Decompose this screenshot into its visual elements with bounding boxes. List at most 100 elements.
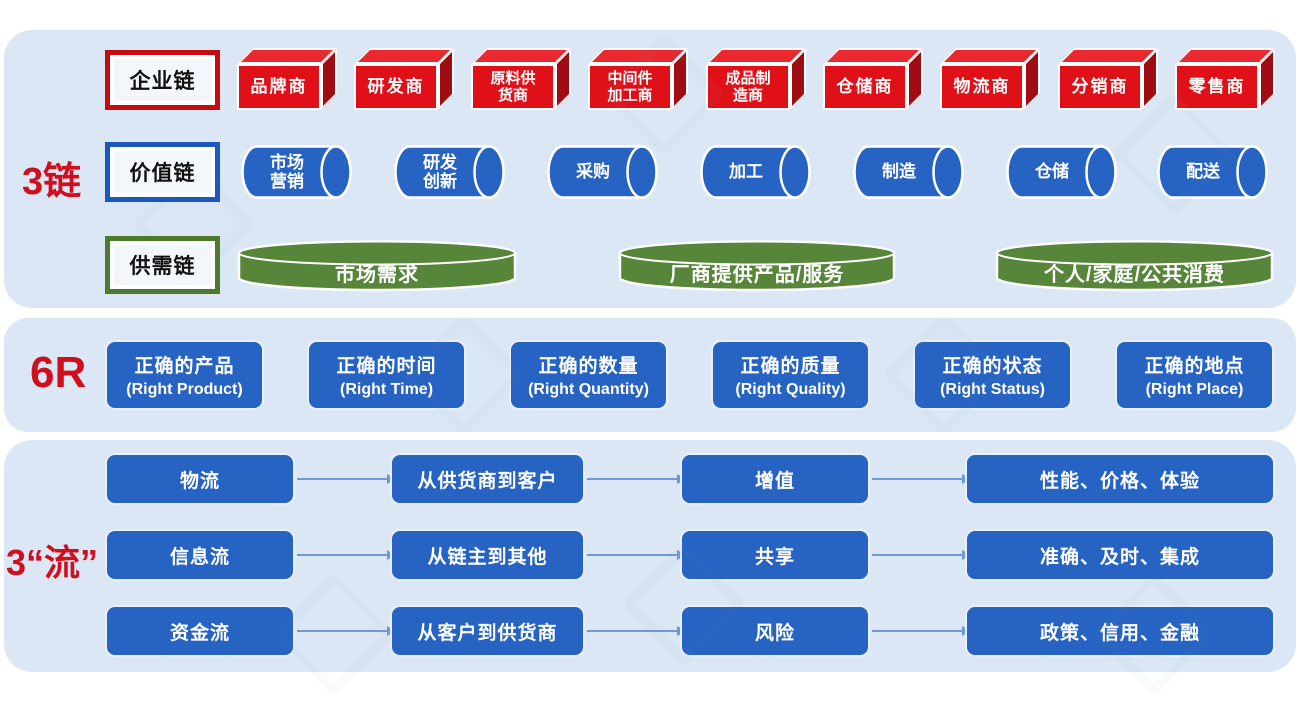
value-cylinder: 配送 — [1157, 145, 1275, 199]
six-r-card-cn: 正确的数量 — [538, 356, 639, 377]
cylinder-shape — [1006, 145, 1117, 199]
flow-name-box: 物流 — [105, 453, 295, 505]
flow-feature-box: 共享 — [680, 529, 870, 581]
supply-demand-drum-label: 市场需求 — [335, 263, 419, 286]
value-cylinder-label: 研发 创新 — [423, 152, 457, 191]
tag-supply-demand-chain: 供需链 — [105, 236, 220, 294]
cylinder-shape — [853, 145, 964, 199]
box-front-face — [823, 64, 907, 110]
six-r-label: 6R — [30, 348, 87, 397]
six-r-card: 正确的地点 (Right Place) — [1115, 340, 1274, 410]
value-cylinder: 采购 — [547, 145, 665, 199]
box-front-face — [471, 64, 555, 110]
cylinder-shape — [241, 145, 352, 199]
box-front-face — [1175, 64, 1259, 110]
enterprise-box: 原料供 货商 — [471, 48, 571, 110]
flow-name-box: 资金流 — [105, 605, 295, 657]
flow-feature-box: 风险 — [680, 605, 870, 657]
enterprise-box: 分销商 — [1058, 48, 1158, 110]
value-cylinder: 加工 — [700, 145, 818, 199]
enterprise-box-label: 零售商 — [1188, 77, 1246, 97]
enterprise-box-label: 品牌商 — [250, 77, 308, 97]
arrow-right-icon — [872, 474, 971, 484]
flow-feature-box: 增值 — [680, 453, 870, 505]
supply-demand-drum: 市场需求 — [237, 240, 517, 292]
drum-shape — [995, 240, 1274, 292]
value-cylinder-label: 采购 — [576, 162, 610, 182]
value-cylinder: 制造 — [853, 145, 971, 199]
enterprise-box: 研发商 — [354, 48, 454, 110]
box-front-face — [940, 64, 1024, 110]
enterprise-box-label: 研发商 — [367, 77, 425, 97]
enterprise-box: 零售商 — [1175, 48, 1275, 110]
box-front-face — [706, 64, 790, 110]
supply-demand-drum: 厂商提供产品/服务 — [618, 240, 896, 292]
value-cylinder-label: 配送 — [1186, 162, 1220, 182]
enterprise-box: 品牌商 — [237, 48, 337, 110]
box-front-face — [588, 64, 672, 110]
cylinder-shape — [700, 145, 811, 199]
flow-attrs-box: 政策、信用、金融 — [965, 605, 1275, 657]
enterprise-box: 中间件 加工商 — [588, 48, 688, 110]
arrow-right-icon — [587, 474, 686, 484]
enterprise-box: 物流商 — [940, 48, 1040, 110]
tag-enterprise-chain: 企业链 — [105, 50, 220, 110]
six-r-card-en: (Right Place) — [1145, 381, 1244, 398]
six-r-card-cn: 正确的产品 — [134, 356, 235, 377]
six-r-card-en: (Right Quality) — [735, 381, 846, 398]
value-cylinder-label: 加工 — [729, 162, 763, 182]
enterprise-box-label: 成品制 造商 — [725, 69, 771, 104]
arrow-right-icon — [872, 550, 971, 560]
six-r-card-en: (Right Product) — [126, 381, 243, 398]
six-r-card-cn: 正确的质量 — [740, 356, 841, 377]
arrow-right-icon — [872, 626, 971, 636]
value-cylinder: 市场 营销 — [241, 145, 359, 199]
three-flows-label: 3“流” — [6, 542, 99, 583]
box-front-face — [354, 64, 438, 110]
six-r-card: 正确的状态 (Right Status) — [913, 340, 1072, 410]
drum-shape — [237, 240, 517, 292]
value-cylinder-label: 仓储 — [1035, 162, 1069, 182]
drum-shape — [618, 240, 896, 292]
six-r-card: 正确的时间 (Right Time) — [307, 340, 466, 410]
cylinder-shape — [1157, 145, 1268, 199]
cylinder-shape — [547, 145, 658, 199]
enterprise-box-label: 分销商 — [1071, 77, 1129, 97]
value-cylinder-label: 制造 — [882, 162, 916, 182]
six-r-card: 正确的产品 (Right Product) — [105, 340, 264, 410]
supply-demand-drum: 个人/家庭/公共消费 — [995, 240, 1274, 292]
supply-demand-drum-label: 厂商提供产品/服务 — [669, 263, 845, 286]
flow-path-box: 从链主到其他 — [390, 529, 585, 581]
flow-path-box: 从客户到供货商 — [390, 605, 585, 657]
enterprise-box: 成品制 造商 — [706, 48, 806, 110]
enterprise-box-label: 原料供 货商 — [490, 69, 536, 104]
enterprise-box: 仓储商 — [823, 48, 923, 110]
flow-path-box: 从供货商到客户 — [390, 453, 585, 505]
box-front-face — [1058, 64, 1142, 110]
supply-demand-drum-label: 个人/家庭/公共消费 — [1043, 263, 1226, 286]
six-r-card-en: (Right Status) — [940, 381, 1045, 398]
value-cylinder: 研发 创新 — [394, 145, 512, 199]
flow-attrs-box: 准确、及时、集成 — [965, 529, 1275, 581]
box-front-face — [237, 64, 321, 110]
six-r-card-cn: 正确的地点 — [1144, 356, 1245, 377]
cylinder-shape — [394, 145, 505, 199]
enterprise-box-label: 中间件 加工商 — [607, 69, 653, 104]
six-r-card-cn: 正确的状态 — [942, 356, 1043, 377]
six-r-card-cn: 正确的时间 — [336, 356, 437, 377]
enterprise-box-label: 物流商 — [953, 77, 1011, 97]
value-cylinder-label: 市场 营销 — [270, 152, 304, 191]
tag-value-chain: 价值链 — [105, 142, 220, 202]
flow-name-box: 信息流 — [105, 529, 295, 581]
flow-attrs-box: 性能、价格、体验 — [965, 453, 1275, 505]
arrow-right-icon — [297, 474, 396, 484]
enterprise-box-label: 仓储商 — [836, 77, 894, 97]
value-cylinder: 仓储 — [1006, 145, 1124, 199]
six-r-card-en: (Right Quantity) — [528, 381, 649, 398]
six-r-card-en: (Right Time) — [339, 381, 434, 398]
six-r-card: 正确的数量 (Right Quantity) — [509, 340, 668, 410]
arrow-right-icon — [297, 550, 396, 560]
arrow-right-icon — [587, 550, 686, 560]
six-r-card: 正确的质量 (Right Quality) — [711, 340, 870, 410]
